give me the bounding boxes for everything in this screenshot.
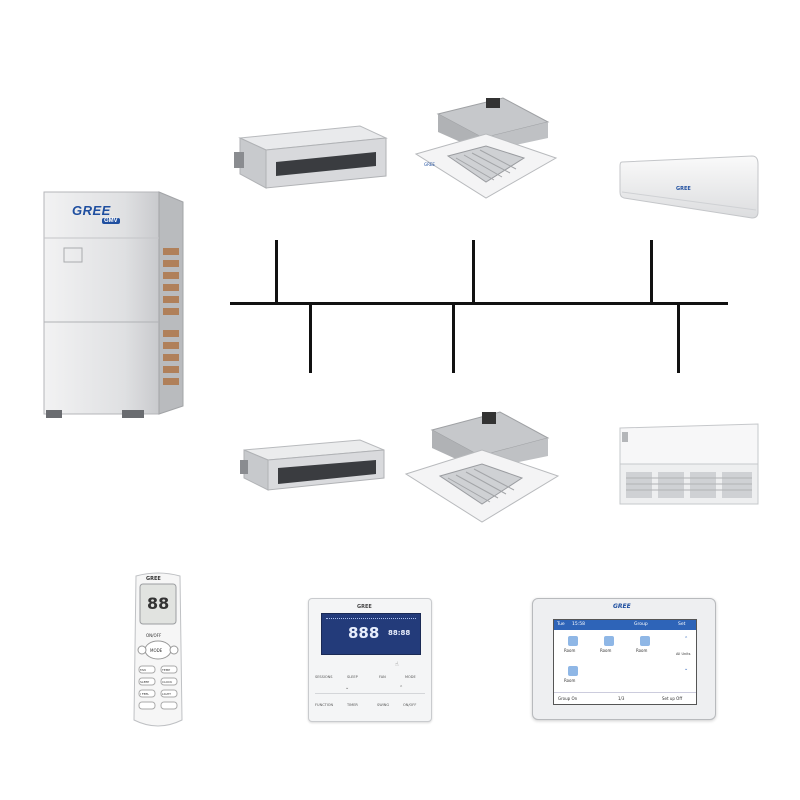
- branch-pipe: [677, 303, 680, 373]
- touch-controller-brand: GREE: [613, 603, 631, 610]
- touch-side-label[interactable]: All Units: [676, 652, 691, 656]
- wired-button-fan[interactable]: FAN: [379, 675, 386, 679]
- cassette-unit-bottom: [402, 404, 562, 526]
- touch-status-set[interactable]: Set: [678, 622, 686, 627]
- wired-button-sessions[interactable]: SESSIONS: [315, 675, 333, 679]
- chevron-up-icon[interactable]: ⌃: [684, 636, 689, 642]
- duct-unit-bottom: [238, 432, 388, 494]
- remote-display: 88: [147, 594, 170, 613]
- remote-label-clock: CLOCK: [162, 680, 173, 684]
- room-tile-label: Room: [564, 678, 576, 683]
- wired-button-on-off[interactable]: ON/OFF: [403, 703, 417, 707]
- room-icon: [568, 666, 578, 676]
- svg-text:GREE: GREE: [424, 162, 435, 167]
- chevron-down-icon[interactable]: ⌄: [345, 685, 350, 691]
- touch-status-time: 15:58: [572, 622, 585, 627]
- remote-label-i-feel: I FEEL: [140, 692, 150, 696]
- wired-button-function[interactable]: FUNCTION: [315, 703, 334, 707]
- wired-button-swing[interactable]: SWING: [377, 703, 390, 707]
- chevron-down-icon[interactable]: ⌄: [684, 666, 689, 672]
- duct-unit-top: [232, 118, 392, 196]
- wired-controller-brand: GREE: [357, 604, 372, 610]
- ceiling-floor-unit: [614, 420, 764, 508]
- touch-footer: Group On 1/3 Set up Off: [554, 692, 696, 705]
- remote-label-fan: FAN: [140, 668, 146, 672]
- room-tile-label: Room: [564, 648, 576, 653]
- cassette-unit-top: GREE: [408, 92, 563, 204]
- room-icon: [640, 636, 650, 646]
- outdoor-unit: GREE GMV: [42, 188, 187, 420]
- branch-pipe: [309, 303, 312, 373]
- wired-controller-screen: 888 88:88: [321, 613, 421, 655]
- branch-pipe: [275, 240, 278, 304]
- room-icon: [568, 636, 578, 646]
- room-tile[interactable]: Room: [598, 634, 620, 656]
- branch-pipe: [650, 240, 653, 304]
- touch-footer-setup-off[interactable]: Set up Off: [662, 696, 683, 701]
- touch-footer-group-on[interactable]: Group On: [558, 696, 578, 701]
- wired-button-mode[interactable]: MODE: [405, 675, 416, 679]
- hand-icon: ☝: [395, 662, 399, 668]
- wired-display-main: 888: [348, 624, 380, 642]
- room-tile[interactable]: Room: [562, 634, 584, 656]
- outdoor-unit-sub-brand: GMV: [102, 218, 120, 224]
- remote-brand: GREE: [146, 576, 161, 582]
- remote-label-temp: TEMP: [162, 668, 171, 672]
- room-icon: [604, 636, 614, 646]
- room-tile[interactable]: Room: [562, 664, 584, 686]
- room-tile-label: Room: [600, 648, 612, 653]
- main-pipe: [230, 302, 728, 305]
- branch-pipe: [472, 240, 475, 304]
- chevron-up-icon[interactable]: ⌃: [399, 685, 404, 691]
- remote-label-sleep: SLEEP: [140, 680, 150, 684]
- touch-footer-page: 1/3: [618, 696, 625, 701]
- touch-status-bar: Tue 15:58 Group Set: [554, 620, 696, 630]
- touch-screen[interactable]: Tue 15:58 Group Set Room Room Room Room …: [553, 619, 697, 705]
- touch-status-day: Tue: [557, 622, 565, 627]
- wired-button-timer[interactable]: TIMER: [347, 703, 358, 707]
- room-tile-label: Room: [636, 648, 648, 653]
- ir-remote-controller: GREE 88 ON/OFF MODE FAN TEMP SLEEP CLOCK…: [130, 570, 186, 732]
- remote-label-mode: MODE: [150, 648, 163, 653]
- wired-display-side: 88:88: [388, 629, 411, 637]
- touch-controller: GREE Tue 15:58 Group Set Room Room Room …: [532, 598, 716, 720]
- outdoor-unit-brand: GREE: [72, 203, 111, 218]
- touch-status-group[interactable]: Group: [634, 622, 648, 627]
- wired-button-sleep[interactable]: SLEEP: [347, 675, 358, 679]
- remote-label-light: LIGHT: [162, 692, 171, 696]
- branch-pipe: [452, 303, 455, 373]
- wired-controller: GREE 888 88:88 ☝ SESSIONS SLEEP FAN MODE…: [308, 598, 432, 722]
- remote-label-on-off: ON/OFF: [146, 633, 162, 638]
- wall-unit: GREE: [618, 152, 760, 224]
- room-tile[interactable]: Room: [634, 634, 656, 656]
- svg-text:GREE: GREE: [676, 186, 691, 192]
